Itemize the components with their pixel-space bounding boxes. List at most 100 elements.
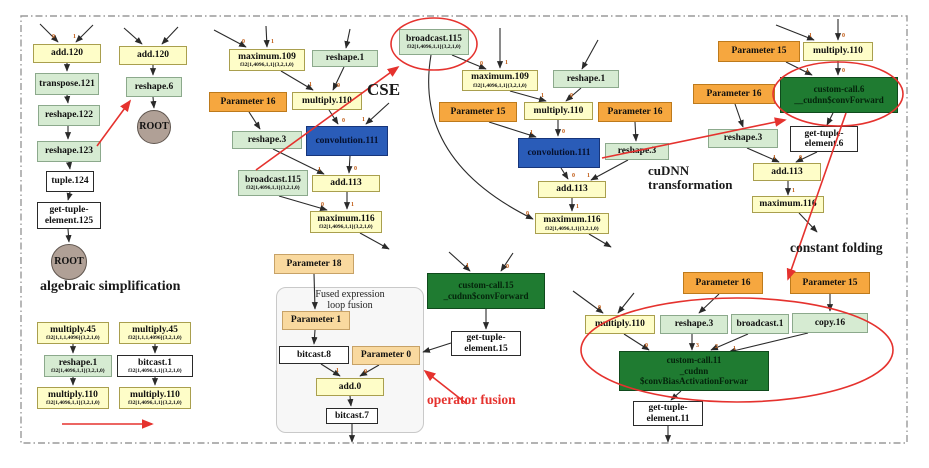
node-label: convolution.111 xyxy=(315,135,379,146)
graph-edge xyxy=(365,102,390,125)
node-of-parameter-18: Parameter 18 xyxy=(274,254,354,274)
node-g3-reshape-3: reshape.3 xyxy=(605,143,669,160)
node-g3-parameter-16: Parameter 16 xyxy=(598,102,672,122)
label-algebraic-simplification: algebraic simplification xyxy=(40,279,181,294)
node-label: add.113 xyxy=(330,178,362,189)
edge-port-number: 0 xyxy=(321,202,324,208)
edge-port-number: 0 xyxy=(526,211,529,217)
node-label: reshape.6 xyxy=(134,81,174,92)
edge-port-number: 0 xyxy=(645,343,648,349)
graph-edge xyxy=(428,54,534,220)
figure-dashed-border xyxy=(20,15,908,444)
edge-port-number: 1 xyxy=(73,34,76,40)
graph-edge xyxy=(213,29,247,48)
node-cf-get-tuple-element-11: get-tuple- element.11 xyxy=(633,401,703,426)
node-g2-reshape-3: reshape.3 xyxy=(232,131,302,149)
node-g1b-add-120: add.120 xyxy=(119,46,187,65)
node-g1-root: ROOT xyxy=(51,244,87,280)
graph-edge xyxy=(798,212,818,233)
edge-port-number: 1 xyxy=(587,173,590,179)
label-cse: CSE xyxy=(367,80,401,99)
node-g2-parameter-16: Parameter 16 xyxy=(209,92,287,112)
edge-port-number: 1 xyxy=(466,263,469,269)
graph-edge xyxy=(500,252,514,272)
edge-port-number: 0 xyxy=(242,39,245,45)
node-label: custom-call.11 _cudnn $convBiasActivatio… xyxy=(640,354,748,387)
node-shape-sublabel: f32[1,4096,1,1]{3,2,1,0} xyxy=(407,44,461,51)
edge-port-number: 1 xyxy=(271,39,274,45)
node-shape-sublabel: f32[1,1,1,4096]{3,2,1,0} xyxy=(46,335,100,342)
node-label: broadcast.115 xyxy=(244,174,302,185)
node-label: Parameter 16 xyxy=(695,277,751,288)
node-cf-reshape-3: reshape.3 xyxy=(660,315,728,334)
graph-edge xyxy=(346,155,353,174)
graph-edge xyxy=(448,251,471,272)
node-shape-sublabel: f32[1,4096,1,1]{3,2,1,0} xyxy=(128,400,182,407)
graph-edge xyxy=(422,342,452,353)
node-label: reshape.1 xyxy=(566,73,606,84)
graph-edge xyxy=(488,121,537,138)
node-label: maximum.109 xyxy=(238,51,296,62)
node-label: ROOT xyxy=(139,120,169,132)
edge-port-number: 0 xyxy=(562,129,565,135)
node-label: Parameter 15 xyxy=(450,106,506,117)
node-label: custom-call.15 _cudnn$convForward xyxy=(443,280,529,301)
graph-edge xyxy=(123,27,143,45)
node-cf-multiply-110: multiply.110 xyxy=(585,315,655,334)
graph-edge xyxy=(734,103,744,128)
graph-edge xyxy=(64,94,71,104)
node-cc15-get-tuple-element-15: get-tuple- element.15 xyxy=(451,331,521,356)
graph-edge xyxy=(632,121,639,142)
node-g2-reshape-1: reshape.1 xyxy=(312,50,378,67)
node-shape-sublabel: f32[1,4096,1,1]{3,2,1,0} xyxy=(473,82,527,89)
node-shape-sublabel: f32[1,4096,1,1]{3,2,1,0} xyxy=(319,224,373,231)
node-shape-sublabel: f32[1,4096,1,1]{3,2,1,0} xyxy=(46,400,100,407)
graph-edge xyxy=(359,364,380,377)
node-label: multiply.110 xyxy=(595,319,645,330)
node-label: broadcast.1 xyxy=(736,318,784,329)
node-cf-parameter-15: Parameter 15 xyxy=(790,272,870,294)
graph-edge xyxy=(263,25,270,48)
label-cudnn-transformation: cuDNN transformation xyxy=(648,163,733,192)
edge-port-number: 1 xyxy=(809,33,812,39)
node-label: broadcast.115 xyxy=(405,33,463,44)
node-label: Parameter 1 xyxy=(290,315,342,326)
node-label: reshape.3 xyxy=(617,146,657,157)
node-g3-multiply-110: multiply.110 xyxy=(524,102,593,120)
node-shape-sublabel: f32[1,4096,1,1]{3,2,1,0} xyxy=(51,368,105,375)
node-shape-sublabel: f32[1,4096,1,1]{3,2,1,0} xyxy=(128,368,182,375)
node-of-parameter-0: Parameter 0 xyxy=(352,346,420,365)
edge-port-number: 1 xyxy=(336,368,339,374)
graph-edge xyxy=(728,332,809,354)
node-cc15-custom-call-15: custom-call.15 _cudnn$convForward xyxy=(427,273,545,309)
node-label: multiply.110 xyxy=(302,95,352,106)
node-label: reshape.3 xyxy=(674,319,714,330)
edge-port-number: 1 xyxy=(505,60,508,66)
graph-edge xyxy=(590,159,629,181)
node-label: add.120 xyxy=(137,50,169,61)
node-label: Parameter 15 xyxy=(802,277,858,288)
graph-edge xyxy=(39,23,59,43)
node-cf-custom-call-11: custom-call.11 _cudnn $convBiasActivatio… xyxy=(619,351,769,391)
node-label: transpose.121 xyxy=(39,78,95,89)
graph-edge xyxy=(560,167,569,180)
node-shape-sublabel: f32[1,1,1,4096]{3,2,1,0} xyxy=(128,335,182,342)
node-label: reshape.1 xyxy=(325,53,365,64)
node-label: multiply.110 xyxy=(533,105,584,116)
graph-edge xyxy=(775,24,815,41)
edge-port-number: 1 xyxy=(351,202,354,208)
edge-port-number: 1 xyxy=(806,68,809,74)
edge-port-number: 3 xyxy=(696,343,699,349)
graph-edge xyxy=(328,109,339,125)
node-label: multiply.45 xyxy=(50,324,96,335)
node-label: Parameter 15 xyxy=(731,46,787,57)
node-label: Parameter 0 xyxy=(360,350,412,361)
